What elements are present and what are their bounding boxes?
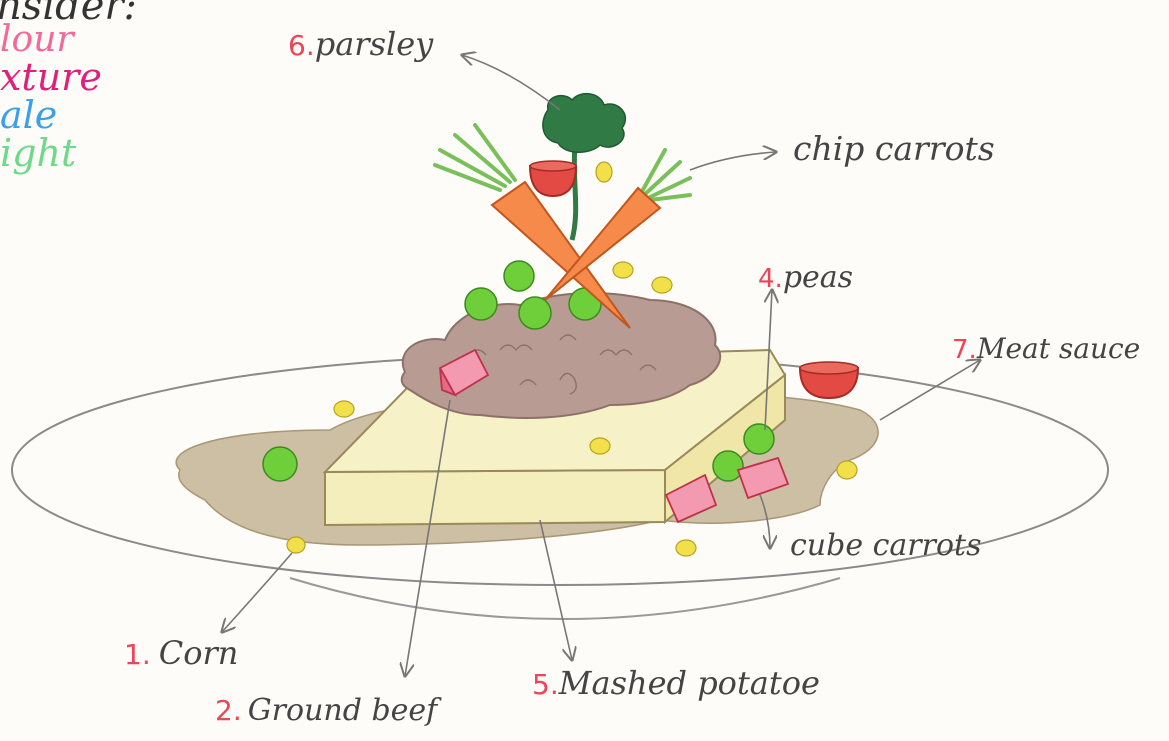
arrow-chip-carrots [690, 152, 776, 170]
label-meat-sauce: 7.Meat sauce [952, 332, 1140, 365]
sauce-bowl-right [800, 362, 858, 398]
arrow-mashed-potatoe [540, 520, 572, 660]
label-parsley: 6.parsley [288, 25, 434, 63]
label-ground-beef: 2.Ground beef [215, 693, 442, 728]
sauce-bowl-top [530, 161, 576, 196]
label-corn: 1.Corn [124, 634, 238, 672]
label-chip-carrots: chip carrots [793, 129, 995, 168]
label-peas: 4.peas [758, 260, 853, 295]
label-mashed-potatoe: 5.Mashed potatoe [532, 664, 820, 702]
arrow-meat-sauce [880, 360, 980, 420]
label-cube-carrots: cube carrots [790, 528, 982, 563]
arrow-parsley [462, 55, 560, 110]
